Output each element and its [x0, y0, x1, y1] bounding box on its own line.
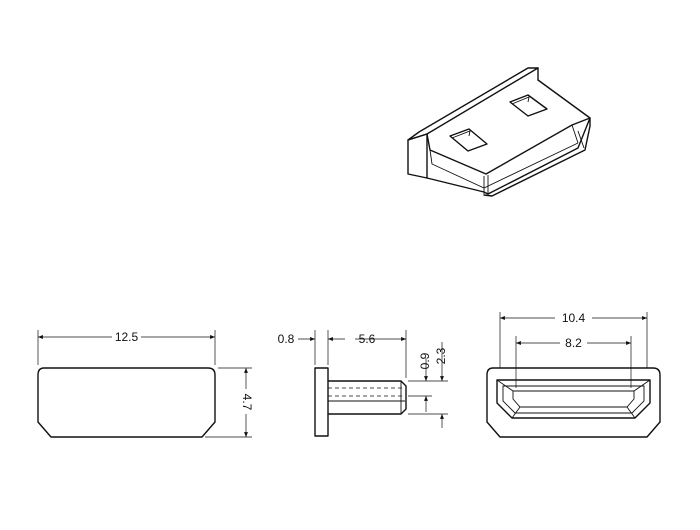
iso-body-front-outline — [426, 117, 591, 197]
front-height-label: 4.7 — [240, 394, 254, 411]
side-inner-label: 0.9 — [418, 352, 432, 369]
iso-window-rear — [509, 94, 548, 117]
iso-flange-top-face — [407, 67, 539, 141]
rear-socket-corner-lines — [496, 379, 651, 419]
front-width-label: 12.5 — [115, 330, 139, 344]
iso-flange-front-face — [407, 133, 428, 179]
iso-body-bevel — [483, 124, 585, 194]
rear-view: 10.4 8.2 — [486, 311, 661, 438]
rear-socket-inner — [502, 385, 645, 414]
side-outer-label: 2.3 — [434, 347, 448, 364]
iso-body-inner-line — [429, 142, 579, 189]
iso-window-front — [449, 128, 488, 152]
side-length-label: 5.6 — [359, 332, 376, 346]
isometric-view — [407, 67, 591, 197]
rear-inner-width-label: 8.2 — [565, 336, 582, 350]
side-flange — [314, 367, 329, 437]
rear-socket-cavity — [512, 390, 635, 408]
iso-body-top — [426, 79, 591, 175]
side-flange-label: 0.8 — [278, 332, 295, 346]
iso-window-front-depth — [451, 130, 471, 139]
front-view-outline — [37, 367, 216, 438]
rear-outer-width-label: 10.4 — [562, 311, 586, 325]
rear-outer-outline — [486, 367, 661, 438]
iso-window-rear-depth — [511, 96, 530, 105]
side-pin — [327, 380, 407, 415]
front-view: 12.5 4.7 — [37, 330, 254, 438]
side-view: 0.8 5.6 0.9 2.3 — [278, 330, 448, 437]
